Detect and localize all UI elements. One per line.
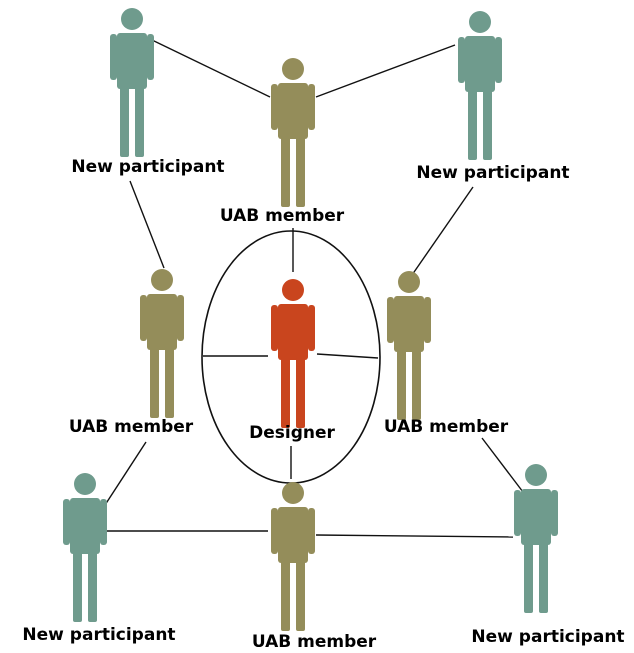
connection-lines (104, 39, 524, 538)
label-designer: Designer (249, 423, 335, 443)
link-participant-tr-uab-right (411, 186, 474, 276)
person-icon (271, 279, 315, 428)
uab-member-left-figure (140, 269, 184, 418)
link-uab-left-participant-bl (104, 441, 147, 506)
uab-member-bottom-figure (271, 482, 315, 631)
label-uab-member-top: UAB member (220, 206, 345, 226)
link-uab-right-participant-br (481, 437, 524, 493)
participant-bottom-left-figure (63, 473, 107, 622)
link-participant-tl-uab-left (129, 180, 165, 269)
link-uab-bottom-participant-br (315, 534, 514, 538)
participant-top-right-figure (458, 11, 502, 160)
label-participant-bottom-left: New participant (22, 625, 175, 645)
person-icon (387, 271, 431, 420)
label-uab-member-right: UAB member (384, 417, 509, 437)
person-icon (514, 464, 558, 613)
designer-figure (271, 279, 315, 428)
uab-member-top-figure (271, 58, 315, 207)
label-uab-member-bottom: UAB member (252, 632, 377, 652)
link-designer-uab-right (316, 353, 379, 359)
label-uab-member-left: UAB member (69, 417, 194, 437)
person-icon (63, 473, 107, 622)
person-icon (271, 58, 315, 207)
participant-top-left-figure (110, 8, 154, 157)
person-icon (110, 8, 154, 157)
uab-member-right-figure (387, 271, 431, 420)
person-icon (271, 482, 315, 631)
person-icon (458, 11, 502, 160)
label-participant-top-right: New participant (416, 163, 569, 183)
label-participant-bottom-right: New participant (471, 627, 624, 647)
link-uab-top-participant-tr (315, 44, 456, 98)
person-icon (140, 269, 184, 418)
link-participant-tl-uab-top (151, 39, 271, 98)
label-participant-top-left: New participant (71, 157, 224, 177)
participant-bottom-right-figure (514, 464, 558, 613)
